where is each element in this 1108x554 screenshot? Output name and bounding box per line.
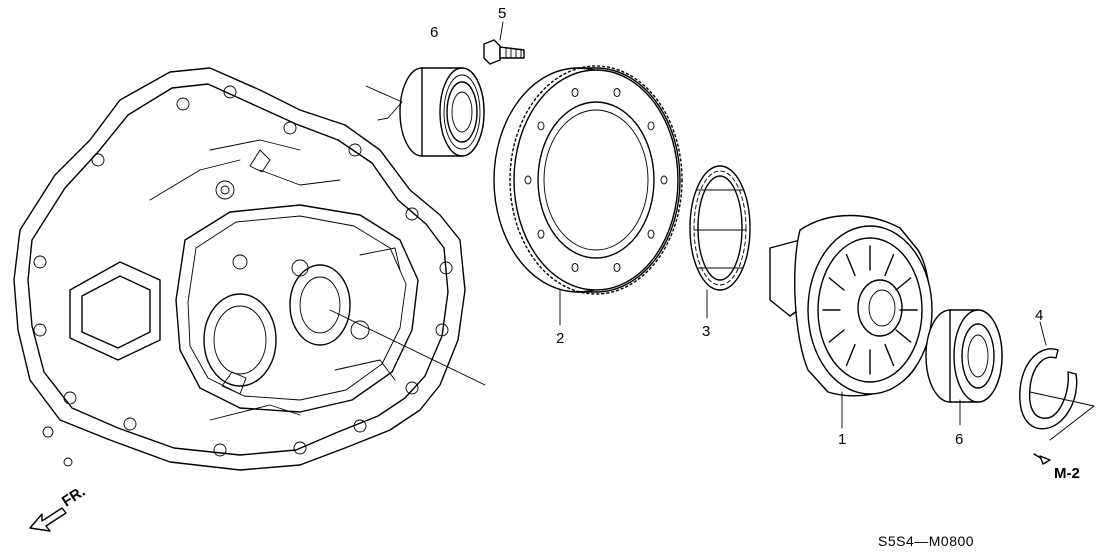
- part-label-1: 1: [838, 431, 846, 448]
- part-number-labels: 1 2 3 4 5 6 6: [430, 5, 1043, 448]
- transmission-housing: [13, 67, 486, 471]
- carrier-window-slot: [828, 329, 845, 343]
- gear-bolt-hole: [613, 263, 621, 272]
- part-label-2: 2: [556, 330, 564, 347]
- carrier-window-slot: [845, 343, 856, 367]
- section-reference: M-2: [1054, 465, 1080, 482]
- carrier-window-slots: [822, 245, 918, 375]
- front-indicator-label: FR.: [59, 483, 89, 510]
- diagram-code: S5S4—M0800: [878, 533, 974, 549]
- part-label-5: 5: [498, 5, 506, 22]
- gear-bolt-hole: [660, 175, 668, 185]
- gear-bolt-hole: [613, 88, 621, 97]
- carrier-window-slot: [828, 277, 845, 291]
- ball-bearing-bottom: [925, 309, 1003, 426]
- front-direction-arrow: FR.: [29, 483, 89, 532]
- carrier-window-slot: [895, 277, 912, 291]
- differential-carrier: [769, 214, 933, 429]
- gear-bolt-hole: [537, 121, 545, 131]
- part-label-6-bottom: 6: [955, 431, 963, 448]
- gear-bolt-hole: [524, 175, 532, 185]
- part-label-3: 3: [702, 323, 710, 340]
- carrier-window-slot: [884, 253, 895, 277]
- gear-bolt-hole: [647, 229, 655, 239]
- speedometer-drive-gear: [689, 165, 751, 319]
- gear-bolt-hole: [537, 229, 545, 239]
- snap-ring: [1019, 321, 1095, 465]
- final-driven-gear: [493, 65, 683, 326]
- gear-bolt-hole: [571, 88, 579, 97]
- part-label-4: 4: [1035, 307, 1043, 324]
- housing-bolt-holes: [33, 85, 453, 467]
- part-label-6-top: 6: [430, 24, 438, 41]
- gear-bolt-hole: [571, 263, 579, 272]
- ball-bearing-top: [365, 67, 485, 157]
- bolt: [483, 21, 525, 65]
- carrier-window-slot: [884, 343, 895, 367]
- carrier-window-slot: [895, 329, 912, 343]
- carrier-window-slot: [845, 253, 856, 277]
- gear-bolt-holes: [524, 88, 668, 272]
- gear-bolt-hole: [647, 121, 655, 131]
